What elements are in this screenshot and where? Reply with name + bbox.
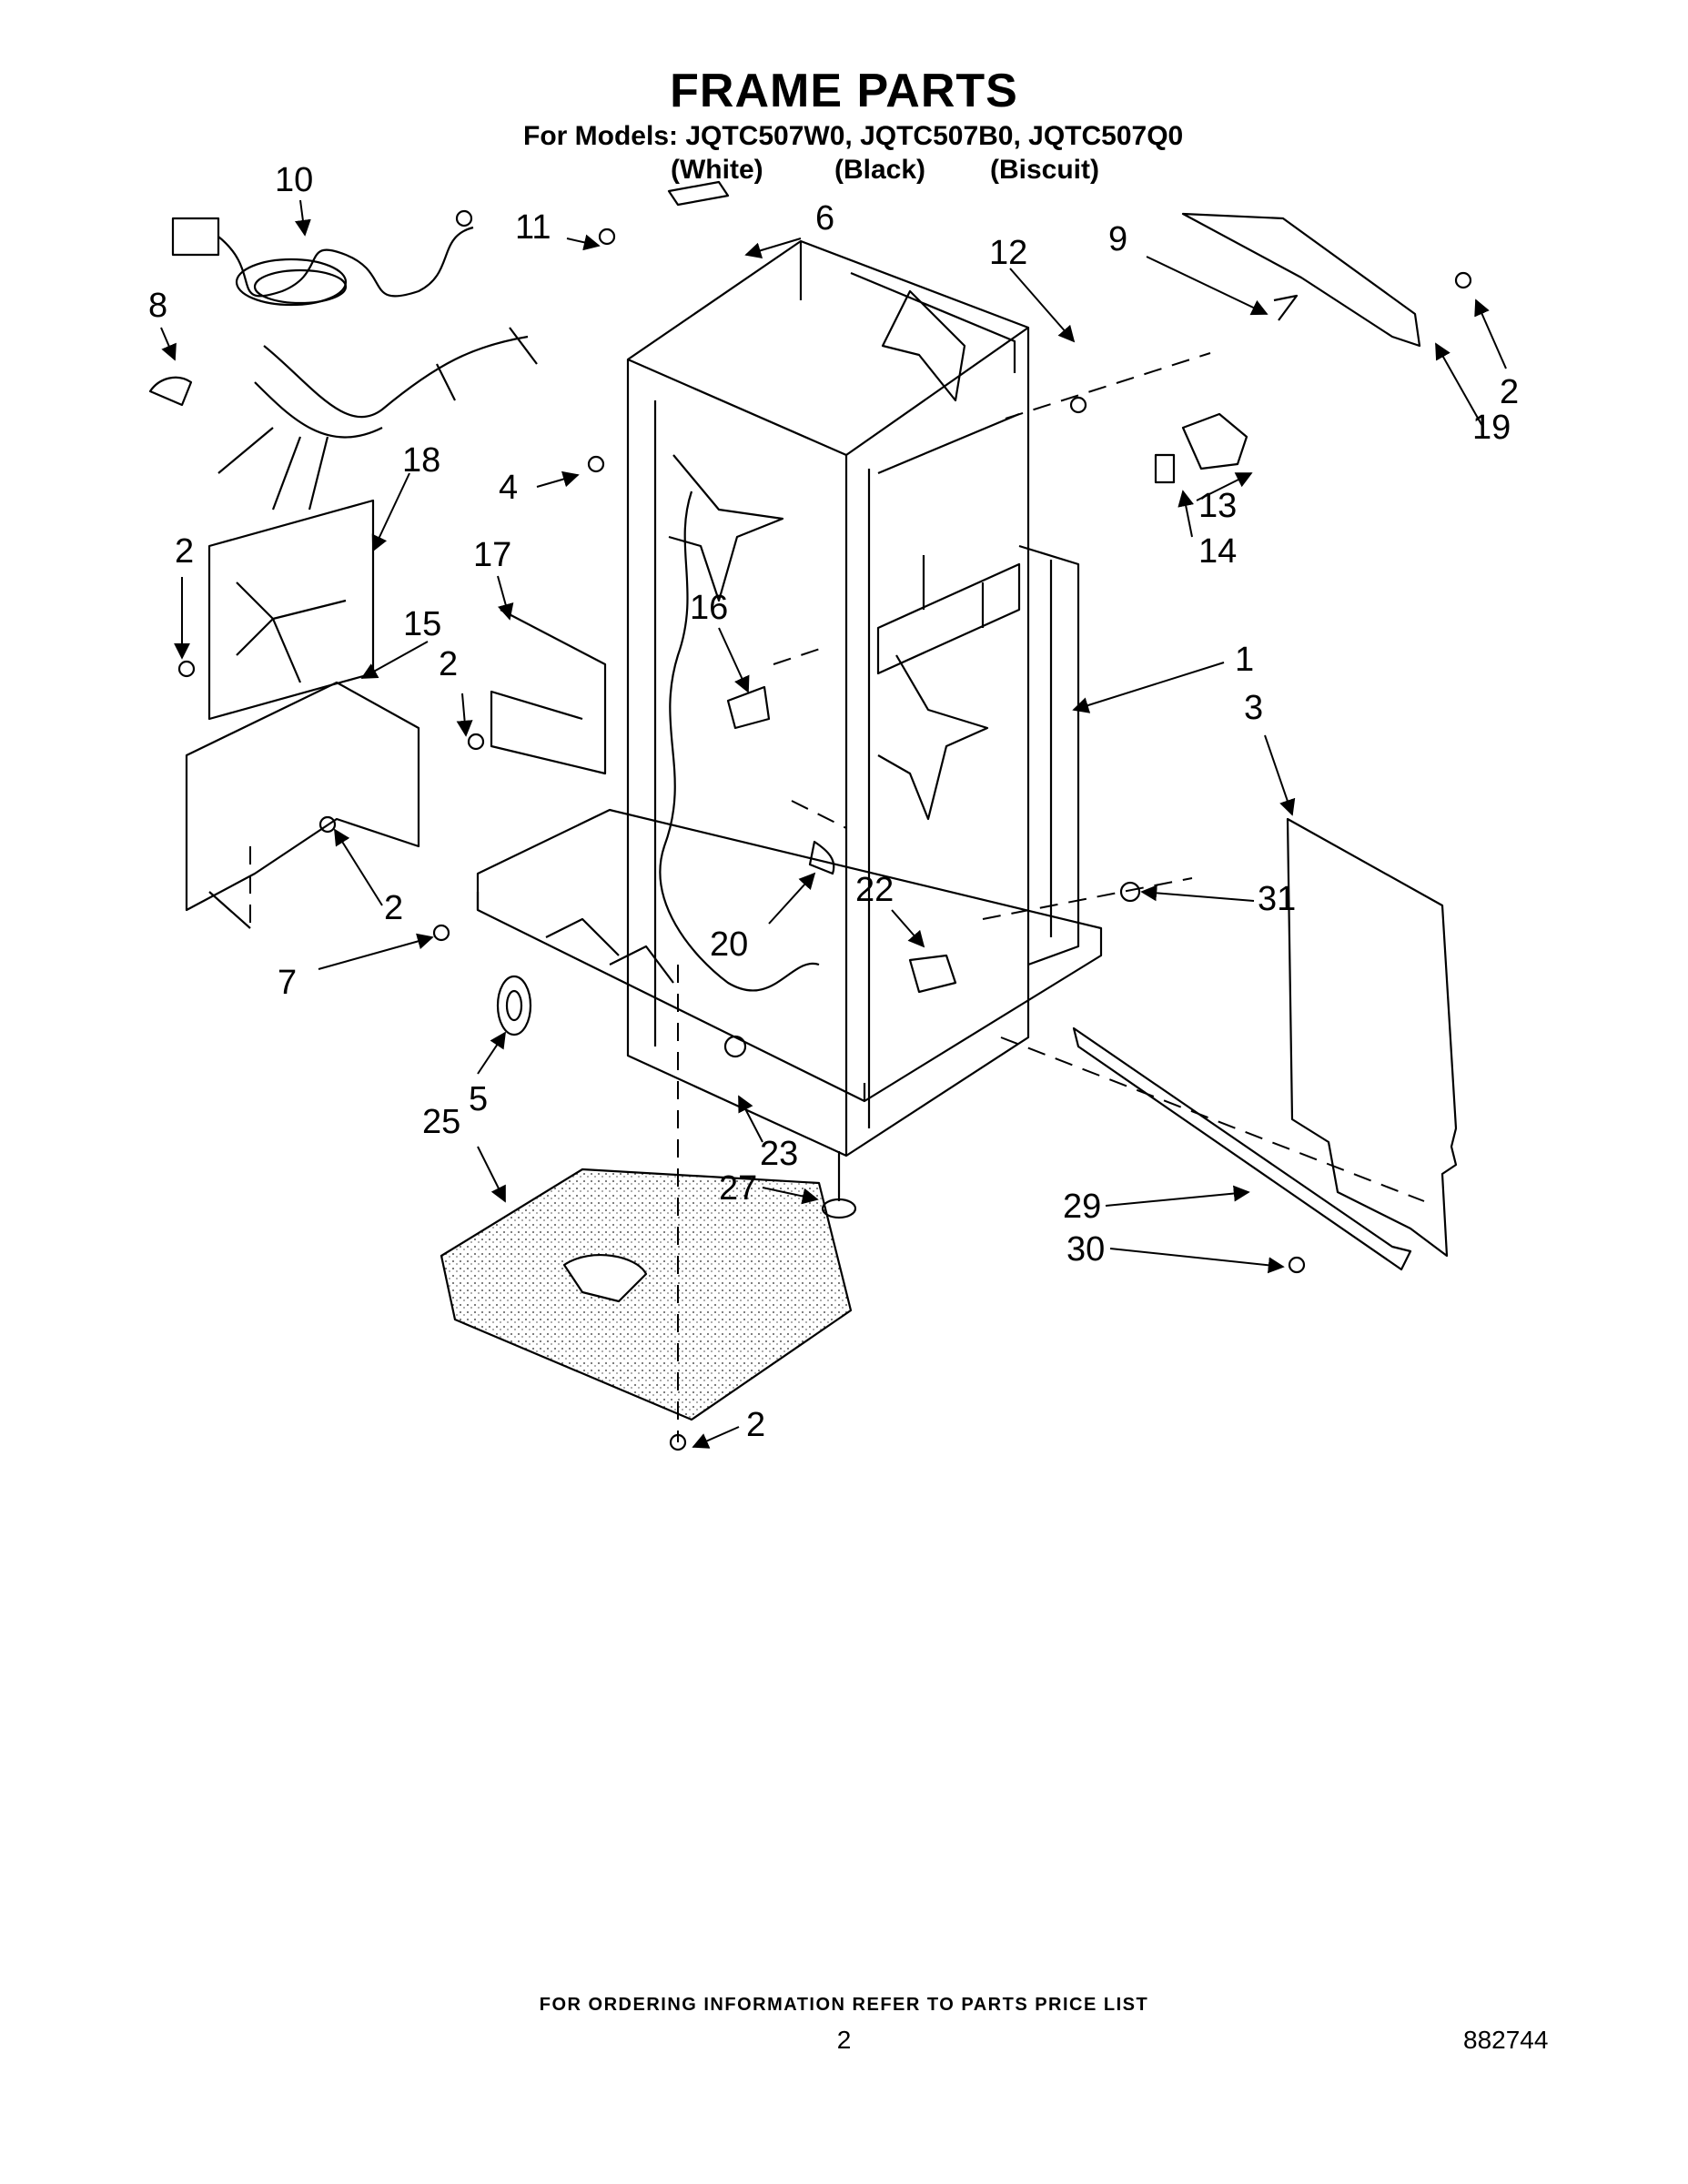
color-white: (White) [671, 155, 763, 185]
callout: 20 [710, 925, 748, 964]
callout: 12 [989, 234, 1027, 272]
callout: 3 [1244, 689, 1263, 727]
ordering-note: FOR ORDERING INFORMATION REFER TO PARTS … [539, 1995, 1149, 2015]
callout: 9 [1108, 220, 1127, 258]
callout-leaders [160, 199, 1507, 1449]
internal-wiring [659, 490, 820, 992]
callout: 17 [473, 536, 511, 574]
callout: 2 [1500, 373, 1519, 411]
callout: 23 [760, 1135, 798, 1173]
rear-panel [207, 499, 375, 721]
color-black: (Black) [834, 155, 926, 185]
models-line: For Models: JQTC507W0, JQTC507B0, JQTC50… [523, 121, 1184, 151]
callout: 11 [515, 208, 551, 247]
bracket [490, 609, 607, 775]
callout: 25 [422, 1103, 460, 1141]
callout: 5 [469, 1080, 488, 1118]
document-number: 882744 [1463, 2026, 1549, 2054]
color-biscuit: (Biscuit) [990, 155, 1099, 185]
callout: 2 [384, 889, 403, 927]
callout: 2 [439, 645, 458, 683]
callout: 4 [499, 469, 518, 507]
side-panel [1286, 817, 1458, 1258]
caster-wheel [496, 975, 532, 1036]
callout: 14 [1198, 532, 1237, 571]
callout: 8 [148, 287, 167, 325]
base-plate [476, 808, 1103, 1103]
callout: 15 [403, 605, 441, 643]
callout: 7 [278, 964, 297, 1002]
leveling-leg [821, 1151, 857, 1219]
callout: 31 [1258, 880, 1296, 918]
cabinet-frame [626, 239, 1080, 1158]
door-switch [1154, 412, 1248, 484]
hardware-fasteners [177, 180, 1472, 1451]
base-tray [440, 1168, 853, 1421]
page-number: 2 [836, 2026, 852, 2054]
callout: 1 [1235, 641, 1254, 679]
callout: 16 [690, 589, 728, 627]
callout-labels: 10 11 6 12 9 8 2 19 4 18 13 14 2 17 16 1… [148, 161, 1519, 1444]
page-title: FRAME PARTS [670, 65, 1018, 117]
callout: 18 [402, 441, 440, 480]
callout: 13 [1198, 487, 1237, 525]
power-cord [171, 209, 474, 307]
callout: 30 [1066, 1230, 1105, 1269]
callout: 22 [855, 871, 894, 909]
callout: 27 [719, 1169, 757, 1208]
callout: 2 [175, 532, 194, 571]
callout: 6 [815, 199, 834, 238]
wire-harness [148, 327, 538, 511]
callout: 19 [1472, 409, 1511, 447]
rail [1072, 1026, 1412, 1271]
callout: 2 [746, 1406, 765, 1444]
electrical-cover [185, 681, 420, 929]
callout: 10 [275, 161, 313, 199]
top-bracket [1181, 212, 1421, 348]
callout: 29 [1063, 1188, 1101, 1226]
